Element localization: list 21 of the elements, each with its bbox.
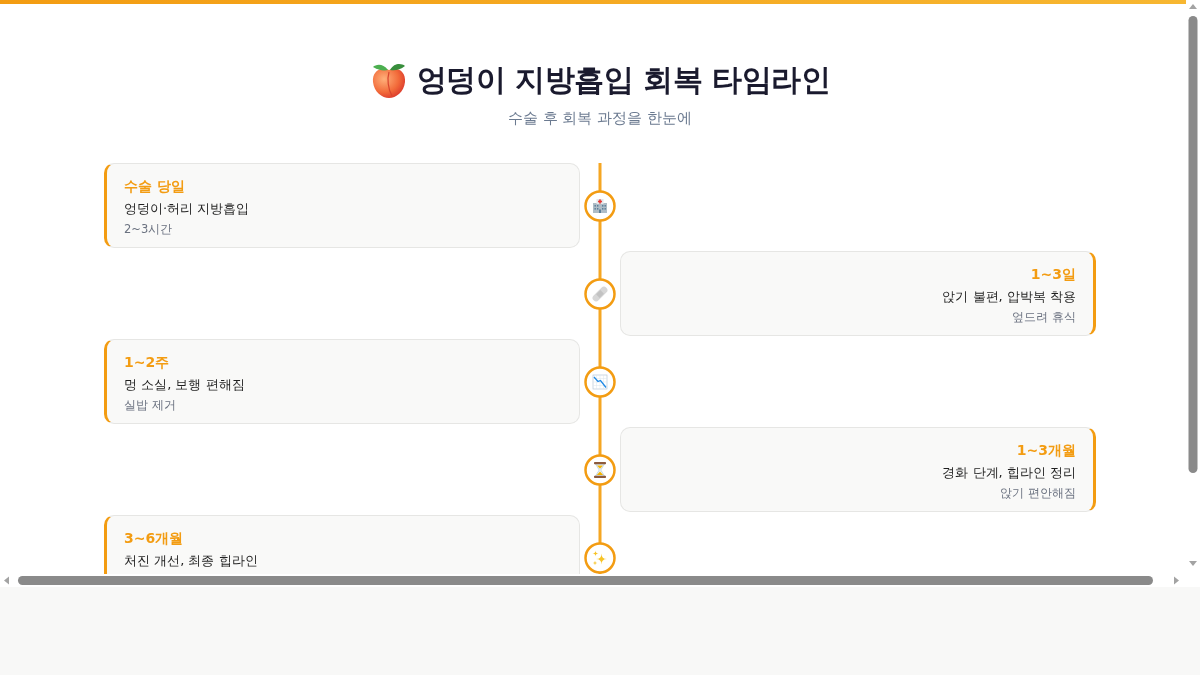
stage-note: 2~3시간 — [124, 221, 173, 238]
stage-period: 1~2주 — [124, 353, 170, 372]
stage-period: 1~3일 — [1030, 265, 1076, 284]
page-title: 엉덩이 지방흡입 회복 타임라인 — [416, 61, 831, 99]
subtitle: 수술 후 회복 과정을 한눈에 — [507, 108, 693, 129]
timeline-card — [620, 251, 1096, 336]
stage-description: 경화 단계, 힙라인 정리 — [942, 464, 1076, 482]
stage-note: 앉기 편안해짐 — [1000, 485, 1076, 502]
timeline-card — [104, 163, 580, 248]
stage-description: 엉덩이·허리 지방흡입 — [124, 200, 250, 218]
stage-note: 실밥 제거 — [124, 397, 176, 414]
stage-description: 처진 개선, 최종 힙라인 — [124, 552, 258, 570]
timeline-card — [620, 427, 1096, 512]
stage-note: 엎드려 휴식 — [1012, 309, 1076, 326]
stage-period: 3~6개월 — [124, 529, 184, 548]
timeline-card — [104, 339, 580, 424]
stage-period: 1~3개월 — [1016, 441, 1076, 460]
stage-description: 앉기 불편, 압박복 착용 — [942, 288, 1076, 306]
stage-description: 멍 소실, 보행 편해짐 — [124, 376, 245, 394]
timeline-card — [104, 515, 580, 574]
stage-period: 수술 당일 — [124, 177, 185, 196]
